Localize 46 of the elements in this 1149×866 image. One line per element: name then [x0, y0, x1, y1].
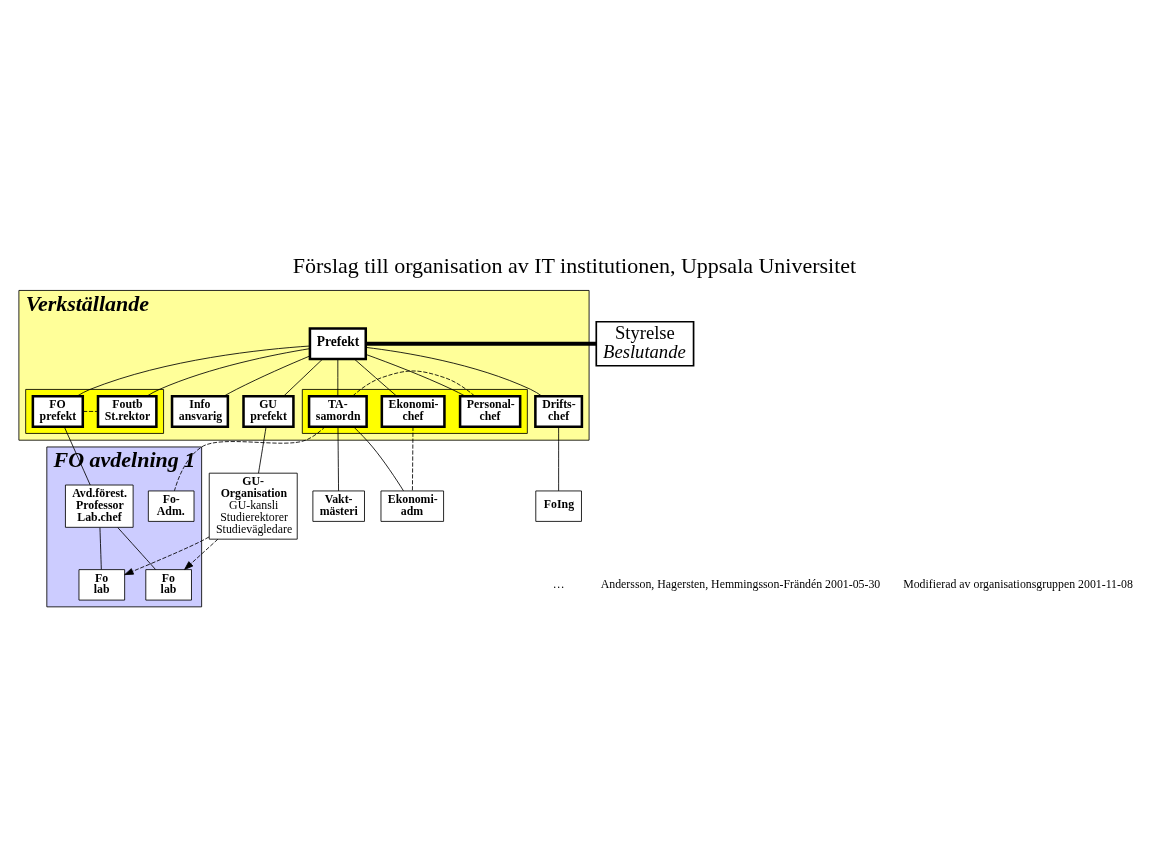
- node-box: GU prefekt: [242, 394, 295, 428]
- node-box: TA- samordn: [307, 394, 368, 428]
- connector: [366, 341, 597, 346]
- node-box: Styrelse Beslutande: [595, 320, 695, 367]
- node-box: Vakt- mästeri: [312, 490, 365, 522]
- connector: [337, 426, 339, 492]
- label: …: [552, 576, 565, 591]
- connector: [63, 426, 91, 486]
- arrow: [124, 536, 210, 576]
- cluster: [301, 389, 528, 434]
- label: Modifierad av organisationsgruppen 2001-11-08: [903, 576, 1133, 591]
- connector: [352, 370, 476, 397]
- connector: [146, 348, 311, 397]
- connector: [283, 358, 323, 397]
- connector: [365, 354, 466, 397]
- node-box: GU- Organisation GU-kansli Studierektorer Studievägledare: [208, 472, 298, 540]
- connector: [223, 355, 311, 397]
- connector: [117, 527, 156, 570]
- node-box: Fo- Adm.: [147, 490, 195, 522]
- node-box: Personal- chef: [458, 394, 522, 428]
- node-box: Ekonomi- adm: [380, 490, 444, 522]
- connector: [558, 426, 560, 492]
- label: Andersson, Hagersten, Hemmingsson-Frändén 2001-05-30: [600, 576, 881, 591]
- node-box: Drifts- chef: [534, 394, 584, 428]
- connector: [258, 426, 267, 474]
- connector: [99, 527, 102, 570]
- node-box: Ekonomi- chef: [380, 394, 446, 428]
- node-box: Fo lab: [78, 569, 126, 601]
- node-box: Fo lab: [145, 569, 192, 601]
- node-box: Avd.förest. Professor Lab.chef: [65, 484, 134, 528]
- diagram-title: Förslag till organisation av IT institutionen, Uppsala Universitet: [292, 253, 857, 279]
- node-box: FoIng: [535, 490, 582, 522]
- arrow: [184, 538, 219, 570]
- connector: [354, 358, 397, 397]
- connector: [174, 426, 326, 492]
- connector: [365, 346, 543, 397]
- node-box: FO prefekt: [31, 394, 85, 428]
- node-box: Prefekt: [308, 327, 368, 361]
- connector: [337, 358, 339, 397]
- connector: [412, 426, 414, 492]
- node-box: Info ansvarig: [170, 394, 230, 428]
- cluster: [25, 389, 164, 434]
- connector: [76, 345, 311, 397]
- connector: [82, 411, 99, 412]
- connector: [353, 426, 404, 492]
- node-box: Foutb St.rektor: [96, 394, 158, 428]
